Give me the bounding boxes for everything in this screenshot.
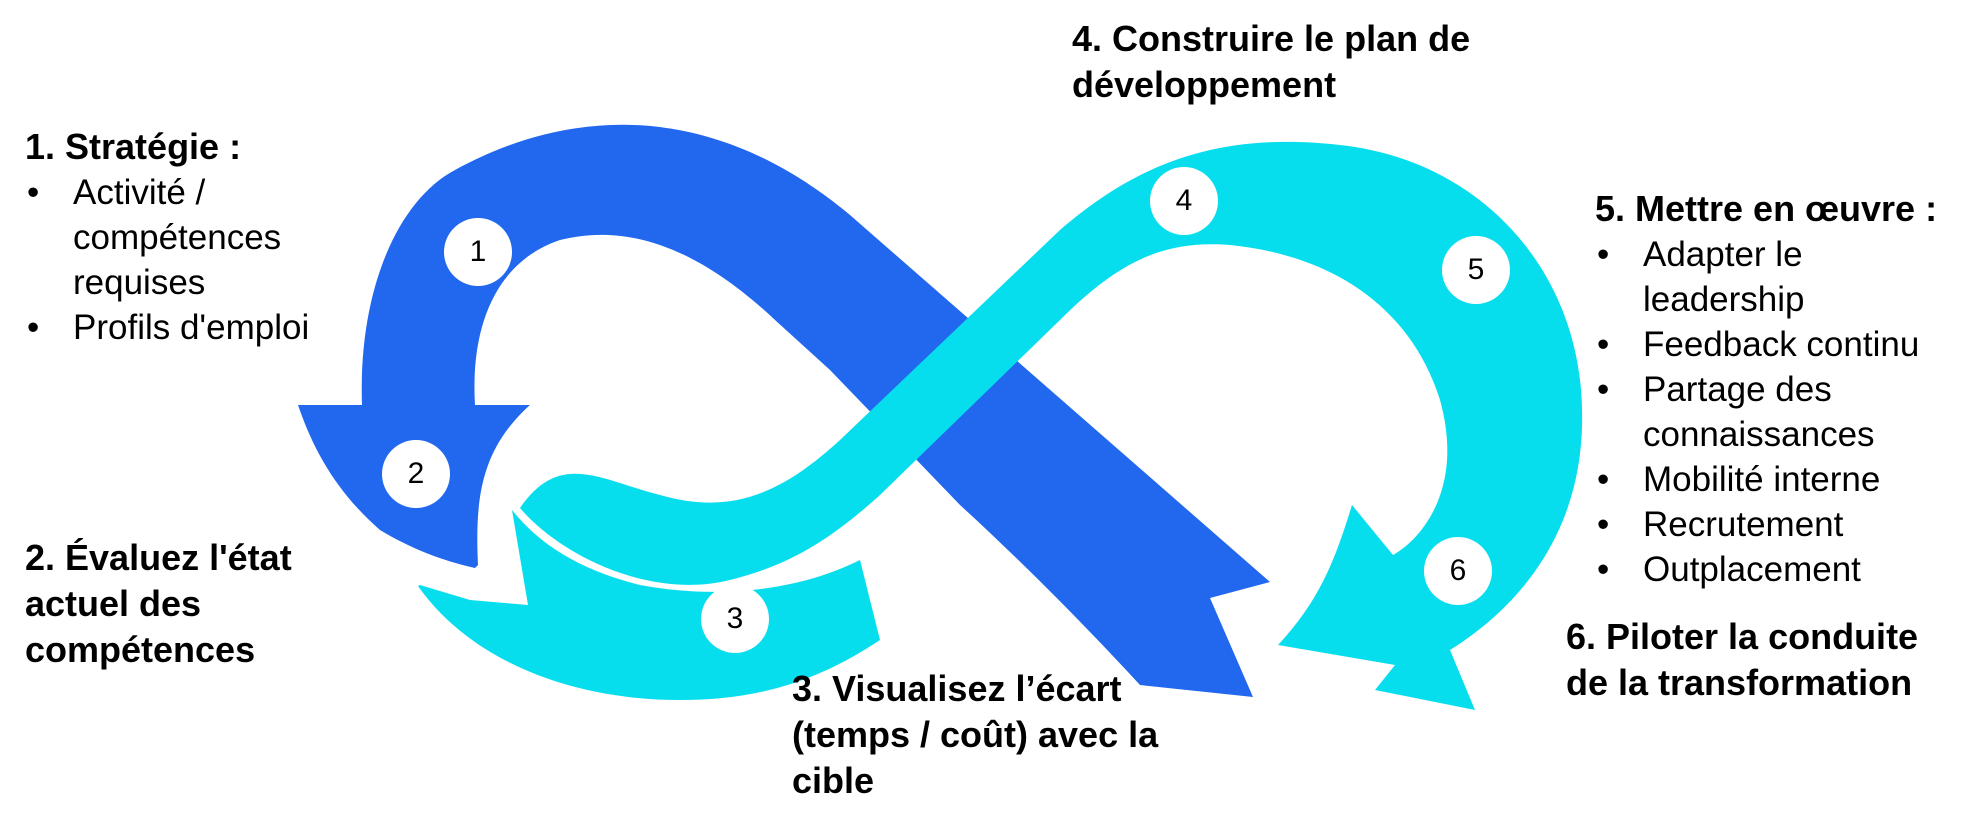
list-item: Feedback continu xyxy=(1595,322,1980,367)
step-5-number: 5 xyxy=(1442,236,1510,304)
list-item: Partage des connaissances xyxy=(1595,367,1903,457)
step-3-number: 3 xyxy=(701,585,769,653)
step-1-block: 1. Stratégie : Activité / compétences re… xyxy=(25,124,365,350)
list-item: Mobilité interne xyxy=(1595,457,1980,502)
list-item: Adapter le leadership xyxy=(1595,232,1843,322)
list-item: Activité / compétences requises xyxy=(25,170,343,305)
step-1-title: 1. Stratégie : xyxy=(25,126,242,167)
step-2-number: 2 xyxy=(382,440,450,508)
right-loop-band xyxy=(520,141,1583,710)
list-item: Recrutement xyxy=(1595,502,1980,547)
step-3-title: 3. Visualisez l’écart (temps / coût) ave… xyxy=(792,668,1159,801)
step-4-title: 4. Construire le plan de développement xyxy=(1072,18,1471,105)
step-6-title: 6. Piloter la conduite de la transformat… xyxy=(1566,616,1919,703)
step-4-number: 4 xyxy=(1150,167,1218,235)
list-item: Profils d'emploi xyxy=(25,305,365,350)
step-5-list: Adapter le leadership Feedback continu P… xyxy=(1595,232,1980,592)
list-item: Outplacement xyxy=(1595,547,1980,592)
left-loop-band xyxy=(361,124,1270,698)
step-5-block: 5. Mettre en œuvre : Adapter le leadersh… xyxy=(1595,186,1980,592)
step-1-number: 1 xyxy=(444,218,512,286)
arrow-head-3 xyxy=(418,510,880,700)
step-2-title: 2. Évaluez l'état actuel des compétences xyxy=(25,537,292,670)
step-1-list: Activité / compétences requises Profils … xyxy=(25,170,365,350)
step-6-number: 6 xyxy=(1424,537,1492,605)
step-5-title: 5. Mettre en œuvre : xyxy=(1595,188,1938,229)
